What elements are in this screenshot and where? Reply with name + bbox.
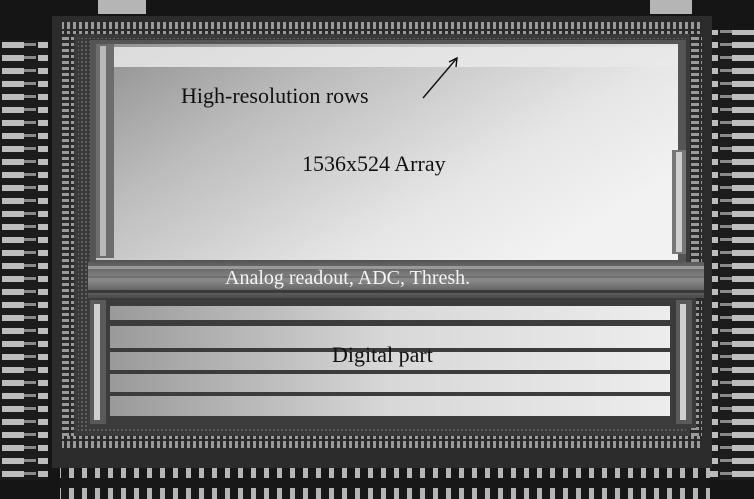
pixel-array-label: 1536x524 Array bbox=[302, 151, 446, 176]
digital-part-label: Digital part bbox=[332, 342, 433, 367]
high-resolution-rows-label: High-resolution rows bbox=[181, 83, 369, 108]
analog-readout-label: Analog readout, ADC, Thresh. bbox=[225, 267, 471, 289]
